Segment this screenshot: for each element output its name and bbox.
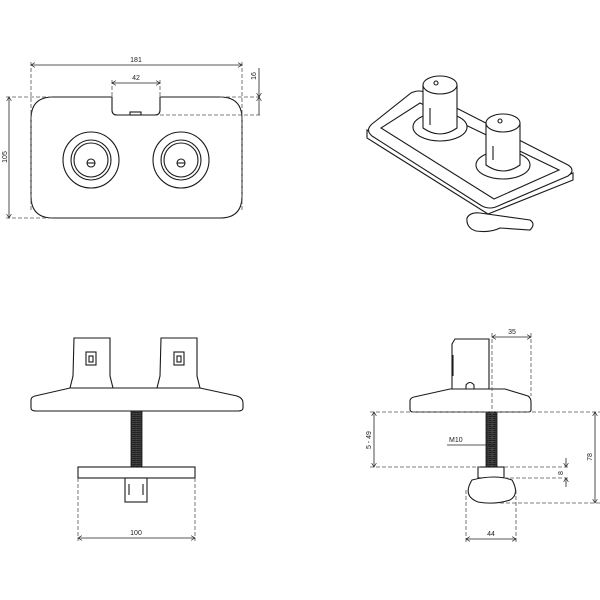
dim-label-notch-depth: 16 xyxy=(251,72,258,80)
dim-label-clamp-width: 100 xyxy=(130,530,142,537)
dim-label-clamp-range: 5 - 49 xyxy=(366,431,373,449)
front-view: 100 xyxy=(30,337,244,541)
base-plate-front xyxy=(30,387,244,412)
dim-label-notch-width: 42 xyxy=(132,75,140,82)
left-tower-front xyxy=(69,337,114,389)
isometric-view xyxy=(366,75,574,233)
right-tower-top xyxy=(152,131,210,189)
left-tower-top xyxy=(62,131,120,189)
dim-label-tower-offset: 35 xyxy=(508,329,516,336)
dim-label-overall-width: 181 xyxy=(130,57,142,64)
top-view: 181 42 16 105 xyxy=(2,57,262,218)
clamp-plate xyxy=(77,466,196,479)
base-plate-side xyxy=(409,388,532,413)
right-tower-front xyxy=(156,337,201,389)
knob-side xyxy=(467,476,517,504)
threaded-rod xyxy=(130,410,143,468)
notch-tab xyxy=(129,111,142,116)
dim-label-total-height: 78 xyxy=(587,453,594,461)
side-view: 35 5 - 49 78 8 44 M10 xyxy=(366,329,600,542)
knob-iso xyxy=(466,212,534,233)
dim-label-washer-height: 8 xyxy=(558,471,565,475)
clamp-knob-front xyxy=(124,477,148,503)
washer-side xyxy=(477,466,505,479)
dim-label-overall-depth: 105 xyxy=(2,151,9,163)
dim-label-knob-width: 44 xyxy=(487,531,495,538)
tower-side xyxy=(451,338,490,390)
label-thread-size: M10 xyxy=(449,437,463,444)
threaded-rod-side xyxy=(485,411,498,468)
